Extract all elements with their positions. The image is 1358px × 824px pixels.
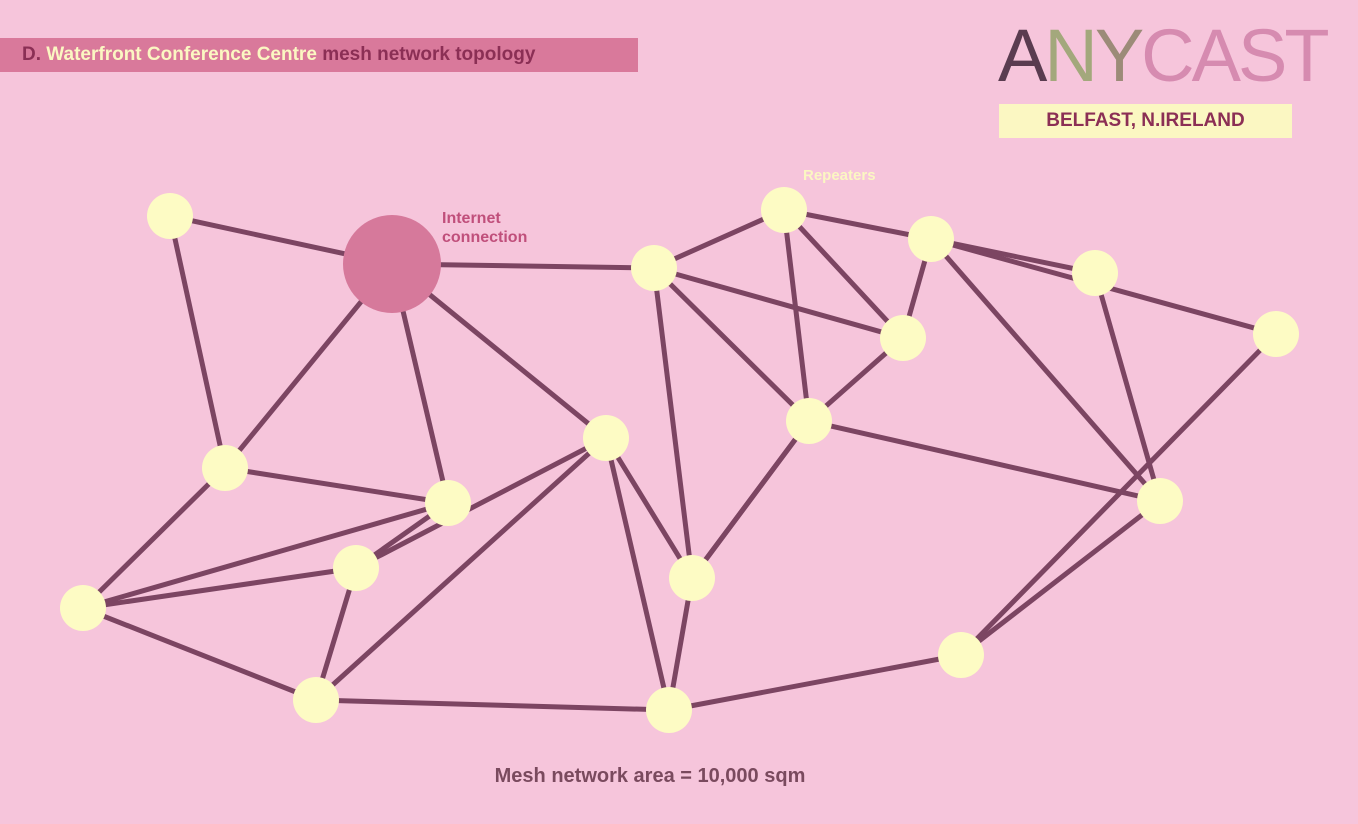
- mesh-link-n1-n3: [167, 213, 228, 471]
- logo-letter: T: [1284, 14, 1329, 97]
- mesh-link-n8-n16: [666, 652, 964, 713]
- repeater-node-n12: [761, 187, 807, 233]
- mesh-link-n12-n14: [781, 207, 934, 242]
- repeater-node-n15: [1072, 250, 1118, 296]
- logo-letter: S: [1237, 14, 1287, 97]
- mesh-link-n3-n2: [80, 465, 228, 611]
- title-venue: Waterfront Conference Centre: [46, 44, 317, 65]
- mesh-link-n14-n17: [928, 236, 1163, 504]
- repeater-node-n3: [202, 445, 248, 491]
- repeater-node-n10: [786, 398, 832, 444]
- repeater-node-n13: [880, 315, 926, 361]
- mesh-link-n2-n4: [80, 565, 359, 611]
- repeater-node-n9: [669, 555, 715, 601]
- anycast-logo: ANYCAST: [998, 14, 1330, 97]
- mesh-link-n16-n18: [958, 331, 1279, 658]
- internet-label-line1: Internet: [442, 210, 501, 227]
- repeater-node-n11: [631, 245, 677, 291]
- title-bar: D. Waterfront Conference Centre mesh net…: [0, 38, 638, 72]
- title-suffix: mesh network topology: [322, 44, 536, 65]
- repeater-node-n7: [583, 415, 629, 461]
- logo-letter: N: [1044, 14, 1097, 97]
- repeater-node-n14: [908, 216, 954, 262]
- logo-letter: Y: [1094, 14, 1144, 97]
- mesh-link-n12-n10: [781, 207, 812, 424]
- repeater-node-n18: [1253, 311, 1299, 357]
- mesh-link-n16-n17: [958, 498, 1163, 658]
- mesh-link-n7-n4: [353, 435, 609, 571]
- repeater-node-n16: [938, 632, 984, 678]
- repeater-node-n2: [60, 585, 106, 631]
- internet-label-line2: connection: [442, 229, 527, 246]
- mesh-link-n10-n17: [806, 418, 1163, 504]
- mesh-nodes: [60, 187, 1299, 733]
- mesh-link-n5-n8: [313, 697, 672, 713]
- location-badge: BELFAST, N.IRELAND: [999, 104, 1292, 138]
- logo-letter: A: [1191, 14, 1241, 97]
- mesh-link-n10-n19: [689, 418, 812, 581]
- mesh-link-n12-n13: [781, 207, 906, 341]
- logo-letter: C: [1141, 14, 1194, 97]
- internet-gateway-node: [343, 215, 441, 313]
- repeaters-label: Repeaters: [803, 167, 876, 184]
- mesh-link-n11-n9: [651, 265, 695, 581]
- mesh-link-n6-n2: [80, 500, 451, 611]
- mesh-link-n11-n13: [651, 265, 906, 341]
- mesh-link-n7-n8: [603, 435, 672, 713]
- repeater-node-n4: [333, 545, 379, 591]
- mesh-link-n11-n10: [651, 265, 812, 424]
- mesh-link-n7-n19: [603, 435, 695, 581]
- title-prefix: D.: [22, 44, 41, 65]
- logo-letter: A: [998, 14, 1047, 97]
- repeater-node-n5: [293, 677, 339, 723]
- repeater-node-n6: [425, 480, 471, 526]
- mesh-link-n3-n6: [222, 465, 451, 506]
- mesh-link-n11-n12: [651, 207, 787, 271]
- repeater-node-n8: [646, 687, 692, 733]
- mesh-link-n7-n5: [313, 435, 609, 703]
- repeater-node-n1: [147, 193, 193, 239]
- mesh-link-n2-n5: [80, 605, 319, 703]
- repeater-node-n17: [1137, 478, 1183, 524]
- area-caption: Mesh network area = 10,000 sqm: [494, 765, 806, 787]
